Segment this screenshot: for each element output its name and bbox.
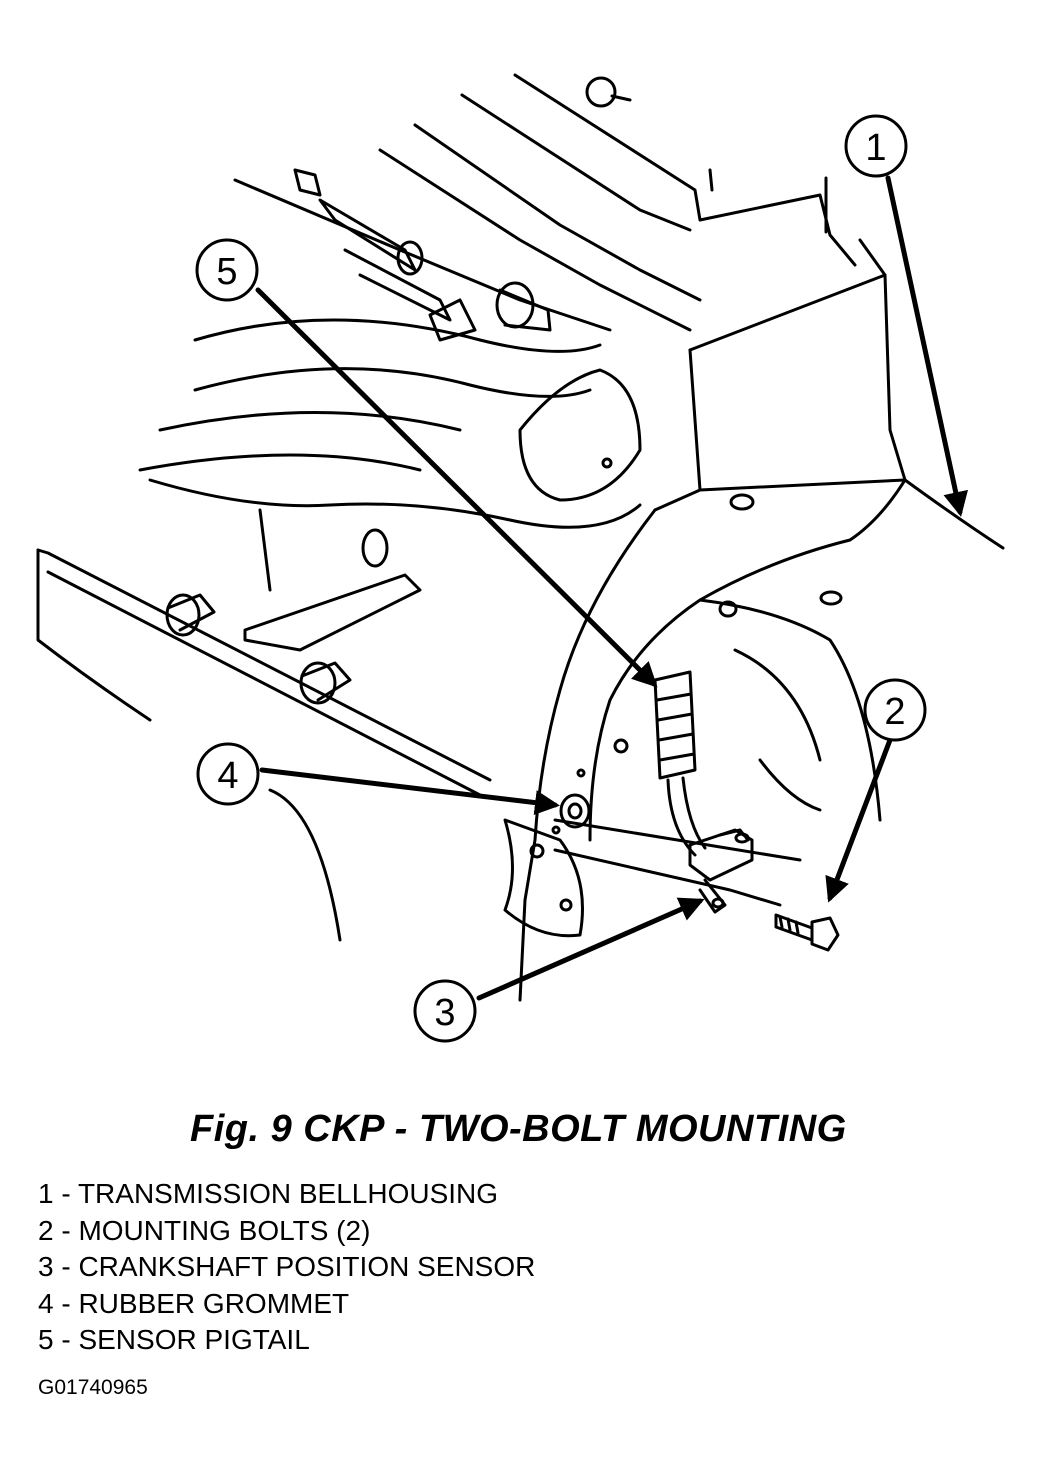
oil-pan-outline — [36, 508, 492, 942]
engine-body-curves — [138, 318, 642, 529]
callout-3-number: 3 — [434, 992, 455, 1034]
rubber-grommet — [559, 793, 591, 829]
engine-line-drawing: 1 2 3 4 5 — [36, 73, 1005, 1043]
callout-4-number: 4 — [217, 755, 238, 797]
legend-item: 5 - SENSOR PIGTAIL — [38, 1324, 310, 1355]
figure-caption: Fig. 9 CKP - TWO-BOLT MOUNTING — [190, 1108, 847, 1150]
intake-runners — [293, 168, 552, 342]
legend-item: 3 - CRANKSHAFT POSITION SENSOR — [38, 1251, 536, 1282]
callout-4: 4 — [196, 742, 260, 806]
arrow-5 — [255, 287, 658, 688]
arrow-3 — [476, 897, 705, 1001]
engine-block-outline — [233, 73, 857, 332]
callout-2-number: 2 — [884, 691, 905, 733]
crankshaft-position-sensor — [688, 828, 754, 914]
callout-5: 5 — [195, 238, 259, 302]
sensor-pigtail — [653, 670, 707, 857]
sensor-mount-area — [503, 738, 802, 938]
callout-3: 3 — [413, 979, 477, 1043]
callout-1: 1 — [844, 114, 908, 178]
arrow-1 — [885, 175, 969, 517]
legend-item: 2 - MOUNTING BOLTS (2) — [38, 1214, 371, 1246]
callout-2: 2 — [863, 678, 927, 742]
arrow-4 — [259, 767, 560, 816]
callout-5-number: 5 — [216, 251, 237, 293]
mounting-bolt — [774, 913, 840, 952]
leader-arrows — [255, 175, 969, 1001]
legend-item: 4 - RUBBER GROMMET — [38, 1287, 350, 1319]
callout-1-number: 1 — [865, 127, 886, 169]
figure-id: G01740965 — [38, 1376, 148, 1399]
legend-list: 1 - TRANSMISSION BELLHOUSING 2 - MOUNTIN… — [38, 1176, 535, 1359]
arrow-2 — [825, 737, 893, 903]
legend-item: 1 - TRANSMISSION BELLHOUSING — [38, 1178, 499, 1209]
